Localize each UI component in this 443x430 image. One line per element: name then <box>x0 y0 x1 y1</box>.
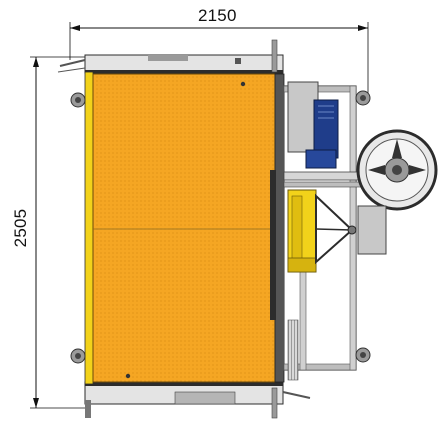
width-dimension <box>69 22 369 100</box>
width-dimension-label: 2150 <box>198 6 237 25</box>
right-wheels <box>355 90 371 363</box>
height-dimension <box>30 56 85 409</box>
right-frame <box>274 73 285 383</box>
truss-arm <box>315 193 357 265</box>
right-frame-clamp <box>270 170 276 320</box>
left-guide-strip <box>84 71 94 385</box>
motor <box>305 99 339 169</box>
top-rail <box>57 39 284 74</box>
left-wheels <box>70 92 86 364</box>
control-box <box>357 205 387 255</box>
film-spool <box>356 129 438 211</box>
bottom-rail <box>84 381 311 419</box>
yellow-carriage <box>287 189 317 273</box>
gearbox <box>287 81 319 153</box>
height-dimension-label: 2505 <box>11 208 30 248</box>
main-platform-panel <box>92 73 276 383</box>
